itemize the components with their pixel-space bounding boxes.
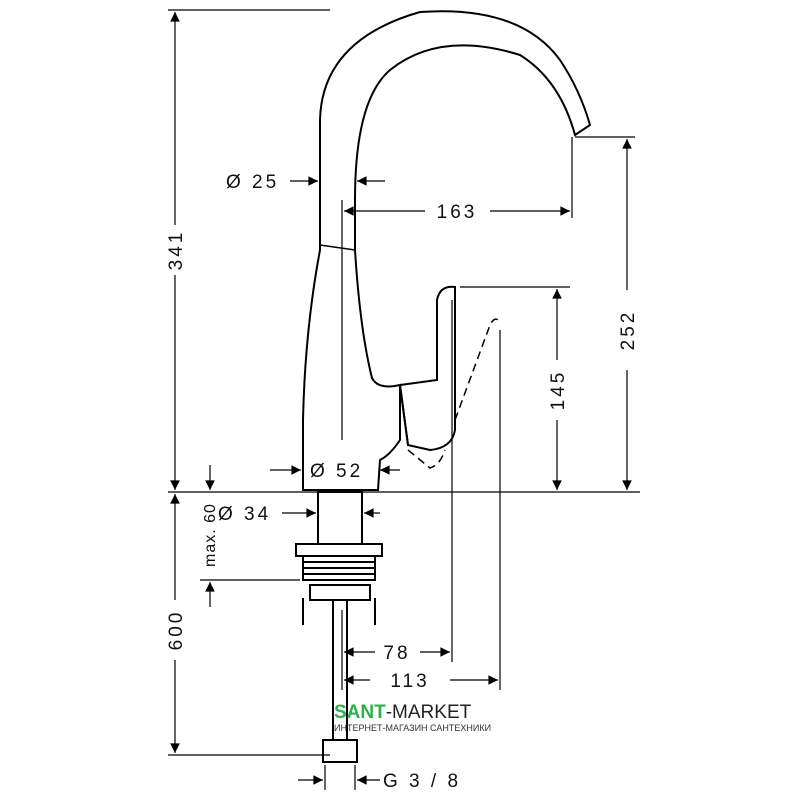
- dim-shank-diameter: Ø 34: [218, 504, 271, 525]
- dim-handle-swing: 113: [390, 671, 429, 692]
- dim-thread: G 3 / 8: [383, 771, 461, 792]
- dim-spout-diameter: Ø 25: [226, 172, 279, 193]
- dimension-lines: [168, 9, 640, 790]
- dim-spout-height: 252: [618, 310, 639, 351]
- dim-handle-reach: 78: [383, 643, 410, 664]
- watermark-brand-b: -MARKET: [385, 702, 472, 723]
- dim-handle-height: 145: [548, 370, 569, 411]
- dim-hose-length: 600: [166, 610, 187, 651]
- faucet-outline: [295, 10, 592, 763]
- dim-spout-reach: 163: [437, 202, 478, 223]
- watermark-logo: SANT-MARKET ИНТЕРНЕТ-МАГАЗИН САНТЕХНИКИ: [334, 703, 491, 733]
- dim-body-diameter: Ø 52: [310, 461, 363, 482]
- dim-total-height: 341: [166, 230, 187, 271]
- dim-max-thickness: max. 60: [202, 503, 219, 567]
- watermark-brand-a: SANT: [334, 702, 386, 723]
- watermark-tagline: ИНТЕРНЕТ-МАГАЗИН САНТЕХНИКИ: [334, 723, 492, 733]
